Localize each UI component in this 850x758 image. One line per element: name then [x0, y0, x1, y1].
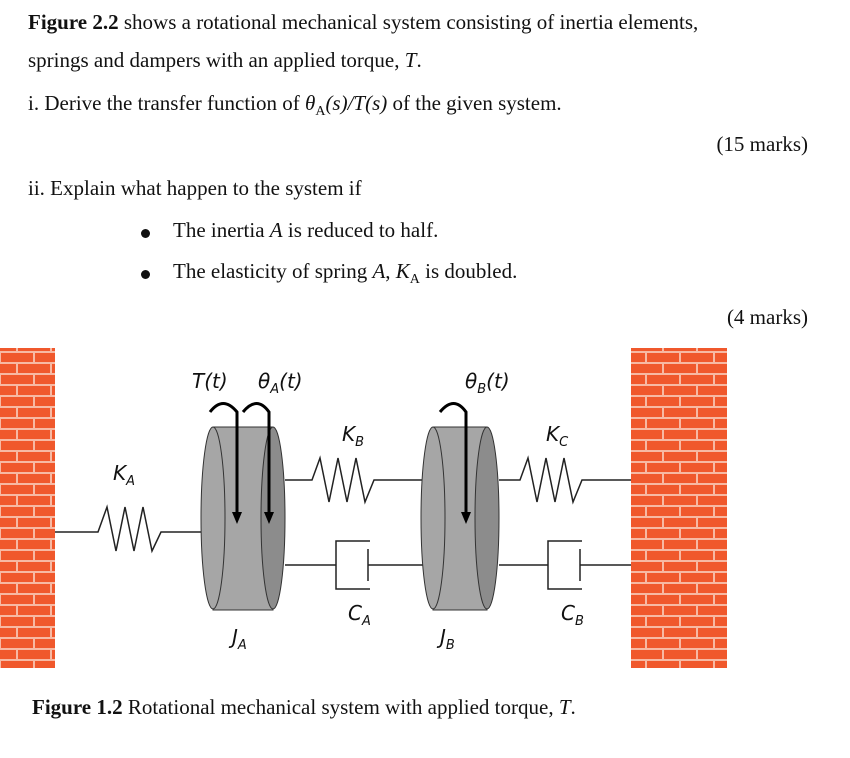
- bullet-2-pre: The elasticity of spring: [173, 259, 373, 283]
- torque-label: T(t): [192, 369, 228, 393]
- jb-label: JB: [436, 625, 455, 653]
- cb-label: CB: [561, 601, 584, 629]
- intro-line-2: springs and dampers with an applied torq…: [28, 48, 422, 73]
- theta-a-arrow: [241, 402, 271, 515]
- bullet-1-pre: The inertia: [173, 218, 270, 242]
- caption-text: Rotational mechanical system with applie…: [122, 695, 559, 719]
- bullet-2-k-sub: A: [409, 272, 420, 288]
- period: .: [416, 48, 422, 72]
- bullet-1-post: is reduced to half.: [282, 218, 439, 242]
- theta-b-arrow: [438, 402, 468, 515]
- marks-part-1: (15 marks): [716, 132, 808, 156]
- intro-line-1: Figure 2.2 shows a rotational mechanical…: [28, 10, 698, 35]
- part-1: i. Derive the transfer function of θA(s)…: [28, 91, 562, 120]
- bullet-2-mid: ,: [385, 259, 396, 283]
- bullet-dot-1: [141, 229, 150, 238]
- part-1-prefix: i. Derive the transfer function of: [28, 91, 305, 115]
- theta-b-label: θB(t): [465, 369, 510, 397]
- caption-label: Figure 1.2: [32, 695, 123, 719]
- caption-end: .: [570, 695, 576, 719]
- spring-kc: [499, 455, 631, 505]
- figure-reference: Figure 2.2: [28, 10, 119, 34]
- inertia-disk-b: [420, 426, 500, 611]
- bullet-dot-2: [141, 270, 150, 279]
- torque-arrow: [208, 402, 239, 515]
- marks-part-2: (4 marks): [726, 305, 808, 329]
- spring-kb: [285, 455, 428, 505]
- torque-arrowhead: [232, 512, 242, 524]
- damper-ca: [285, 540, 428, 590]
- damper-cb: [499, 540, 631, 590]
- theta-a-arrowhead: [264, 512, 274, 524]
- right-wall: [631, 348, 727, 668]
- ca-label: CA: [348, 601, 371, 629]
- part-1-suffix: of the given system.: [387, 91, 562, 115]
- caption-t: T: [558, 695, 571, 719]
- ja-label: JA: [228, 625, 247, 653]
- bullet-2-var: A: [372, 259, 386, 283]
- part-1-theta-sub: A: [315, 104, 326, 120]
- rotational-system-figure: T(t) θA(t) θB(t) KA KB KC CA CB JA JB: [0, 348, 727, 668]
- spring-ka: [55, 504, 205, 554]
- bullet-1-var: A: [269, 218, 283, 242]
- kb-label: KB: [342, 422, 364, 450]
- intro-text: shows a rotational mechanical system con…: [118, 10, 699, 34]
- intro-text-2: springs and dampers with an applied torq…: [28, 48, 405, 72]
- torque-symbol: T: [404, 48, 417, 72]
- figure-caption: Figure 1.2 Rotational mechanical system …: [32, 695, 576, 720]
- kc-label: KC: [546, 422, 569, 450]
- bullet-2-k: K: [395, 259, 410, 283]
- inertia-disk-a: [200, 426, 286, 611]
- bullet-1: The inertia A is reduced to half.: [173, 218, 438, 243]
- bullet-2: The elasticity of spring A, KA is double…: [173, 259, 517, 288]
- part-1-expr: (s)/T(s): [325, 91, 388, 115]
- theta-a-label: θA(t): [258, 369, 303, 397]
- ka-label: KA: [113, 461, 135, 489]
- theta-b-arrowhead: [461, 512, 471, 524]
- part-1-theta: θ: [304, 91, 316, 115]
- left-wall: [0, 348, 55, 668]
- bullet-2-post: is doubled.: [419, 259, 518, 283]
- part-2: ii. Explain what happen to the system if: [28, 176, 362, 200]
